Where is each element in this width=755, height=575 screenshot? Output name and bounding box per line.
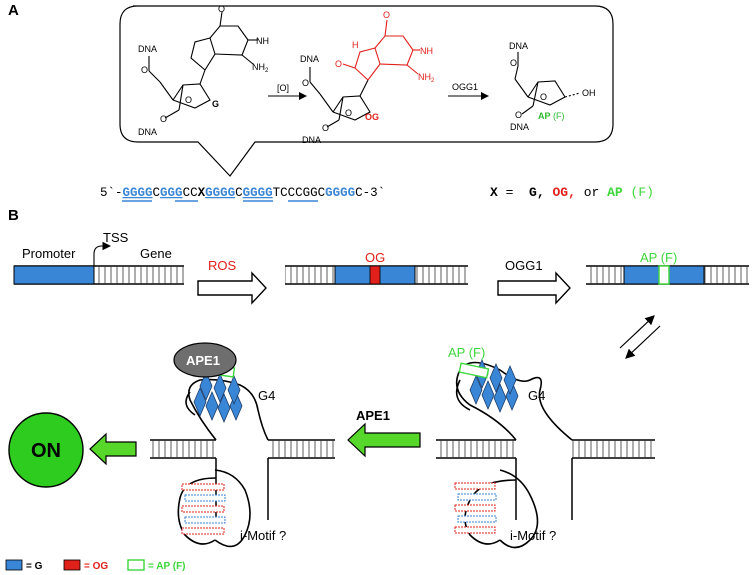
tss-label: TSS [103,230,129,245]
on-label: ON [31,440,61,462]
imotif-label-middle: i-Motif ? [240,528,286,543]
ap-dna-top: DNA [509,41,528,51]
og-carbonyl-o: O [383,10,390,20]
ape1-enzyme-label: APE1 [186,353,220,368]
imotif-label-right: i-Motif ? [510,528,556,543]
legend-ap-swatch [127,559,145,571]
oxoguanine-nucleoside [309,67,371,128]
ap-o-3prime: O [515,110,522,120]
g-nh: NH [256,36,269,46]
g-label: G [212,99,219,109]
on-circle [8,412,84,488]
g-dna-bottom: DNA [138,127,157,137]
legend-og-label: = OG [84,561,108,572]
ap-site-g4 [458,362,490,379]
ape1-arrow-label: APE1 [356,408,390,423]
ap-label: AP (F) [538,111,565,121]
tss-arrow [93,241,112,266]
og-lesion [369,265,381,285]
ap-o-sugar: O [510,58,517,68]
panel-label-b: B [8,207,19,224]
gene-label: Gene [140,246,172,261]
ros-arrow [197,271,267,305]
ap-site [658,265,670,285]
ap-dna-bottom: DNA [510,122,529,132]
guanine-nucleoside [148,11,258,119]
og-dna-bottom: DNA [302,135,321,145]
ros-label: ROS [208,258,237,273]
oxidation-label: [O] [277,83,289,93]
oxoguanine-base [342,19,420,81]
legend-og-swatch [63,559,81,571]
og-ring-o: O [345,108,352,118]
sequence-line: 5`-GGGGCGGGCCXGGGGCGGGGTCCCGGCGGGGC-3` [100,186,385,200]
ape1-enzyme [173,342,237,378]
og-o-sugar: O [302,78,309,88]
og-dna-top: DNA [300,54,319,64]
og-nh2: NH2 [418,72,435,84]
ogg1-chem-label: OGG1 [452,82,478,92]
equilibrium-up-arrow [619,315,655,349]
ogg1-arrow [497,271,571,305]
ap-oh: OH [582,88,596,98]
duplex-abasic [586,265,749,285]
ogg1-label: OGG1 [505,258,543,273]
og-o-3prime: O [322,123,329,133]
ap-duplex-label: AP (F) [640,250,677,265]
legend-g-swatch [5,559,23,571]
g-nh2: NH2 [252,62,269,74]
og-hn: H [352,40,359,50]
og-8-o: O [335,59,342,69]
legend-ap-label: = AP (F) [148,561,186,572]
g-o-3prime: O [160,114,167,124]
g4-structure-ape1 [150,363,335,548]
equilibrium-down-arrow [625,325,661,359]
g-carbonyl-o: O [218,4,225,14]
og-label: OG [365,112,379,122]
abasic-site [514,52,581,115]
ape1-arrow [347,422,421,458]
duplex-promoter [13,241,184,285]
g4-label-middle: G4 [258,388,275,403]
ap-g4-label: AP (F) [448,345,485,360]
panel-label-a: A [8,2,19,19]
callout-box [119,5,614,177]
x-options: X = G, OG, or AP (F) [490,185,654,200]
g-dna-top: DNA [138,44,157,54]
promoter-label: Promoter [22,246,76,261]
ap-ring-o: O [540,92,547,102]
promoter-g4-region [13,265,95,285]
g4-label-right: G4 [528,388,545,403]
g4-structure-ap [436,358,655,549]
og-nh: NH [420,46,433,56]
on-arrow [89,432,137,466]
og-duplex-label: OG [365,250,385,265]
legend-g-label: = G [26,561,43,572]
duplex-oxidized [285,265,468,285]
g-o-sugar: O [141,65,148,75]
g-ring-o: O [185,95,192,105]
